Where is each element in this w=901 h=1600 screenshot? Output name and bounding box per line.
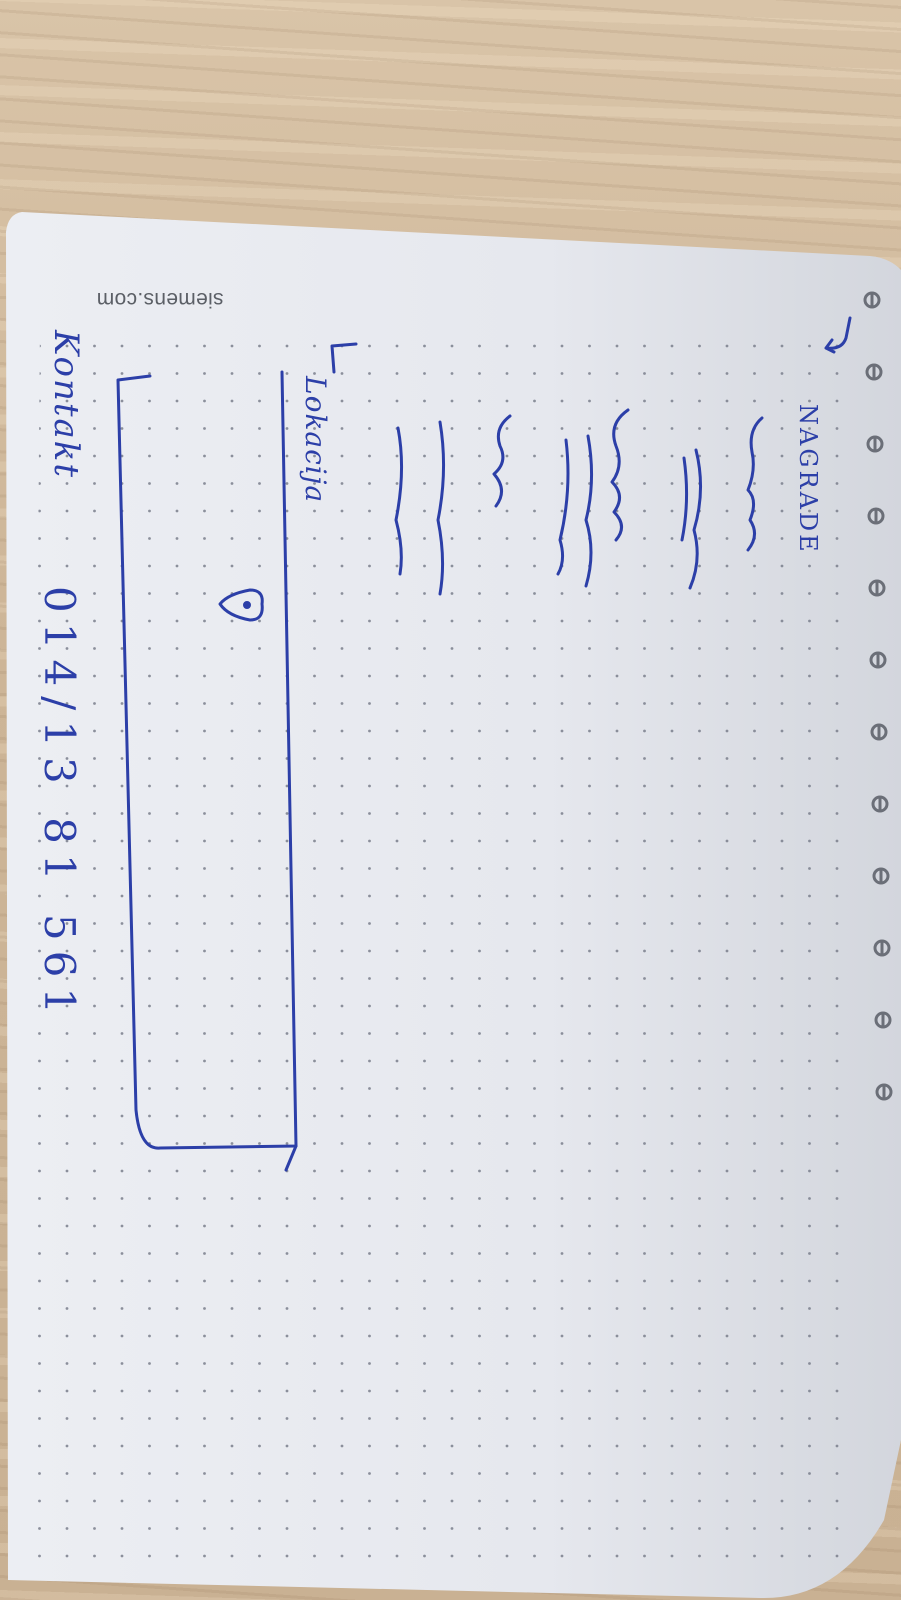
spiral-binding (863, 291, 893, 1101)
arrow-down-icon (824, 316, 852, 354)
spiral-ring (872, 867, 890, 885)
underline-mark (556, 438, 570, 576)
scribble-line (746, 416, 764, 552)
spiral-ring (870, 723, 888, 741)
contact-label: Kontakt (46, 330, 86, 480)
brand-text: siemens.com (96, 288, 224, 311)
underline-mark (394, 426, 404, 576)
scribble-line (610, 408, 630, 542)
spiral-ring (867, 507, 885, 525)
spiral-ring (868, 579, 886, 597)
bracket-mark (330, 342, 358, 374)
scribble-line (492, 414, 512, 508)
phone-number: 014/13 81 561 (35, 586, 84, 1025)
underline-mark (680, 456, 689, 542)
dot-grid (30, 322, 860, 1560)
heading-text: NAGRADE (794, 404, 822, 555)
location-box (116, 370, 298, 1150)
spiral-ring (866, 435, 884, 453)
location-box-tick (284, 1144, 298, 1172)
spiral-ring (874, 1011, 892, 1029)
spiral-ring (871, 795, 889, 813)
underline-mark (436, 420, 446, 596)
spiral-ring (875, 1083, 893, 1101)
map-pin-icon (218, 588, 264, 622)
underline-mark (688, 448, 702, 590)
spiral-ring (869, 651, 887, 669)
underline-mark (584, 434, 594, 588)
spiral-ring (865, 363, 883, 381)
spiral-ring (873, 939, 891, 957)
location-label: Lokacija (299, 376, 332, 504)
spiral-ring (863, 291, 881, 309)
